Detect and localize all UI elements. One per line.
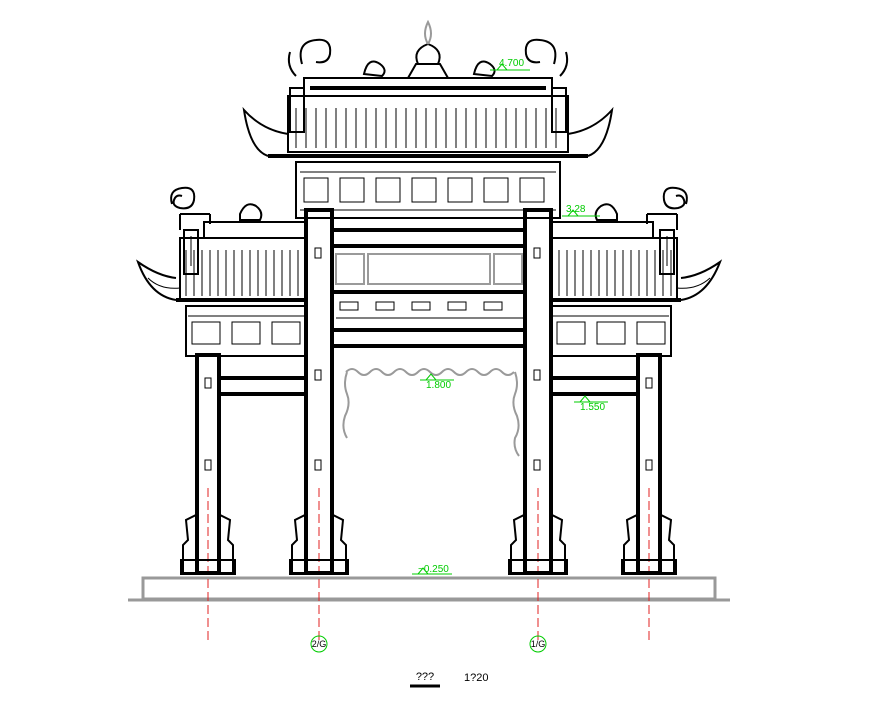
elevation-label: −0.250 <box>418 564 449 575</box>
right-side-roof <box>550 186 723 357</box>
drawing-title-block: ??? 1?20 <box>410 671 488 688</box>
side-beams <box>219 376 638 396</box>
elevation-label: 1.550 <box>580 402 605 413</box>
axis-label: 1/G <box>531 639 546 649</box>
elevation-marker-top: 4.700 <box>490 58 530 71</box>
axis-bubble-2: 2/G <box>310 635 328 653</box>
drawing-scale: 1?20 <box>464 672 488 684</box>
drawing-title: ??? <box>416 671 434 683</box>
central-bracket-row <box>336 301 526 319</box>
elevation-marker-side-beam: 1.550 <box>574 395 608 413</box>
elevation-marker-arch: 1.800 <box>420 373 454 391</box>
elevation-label: 3.28 <box>566 204 586 215</box>
elevation-marker-side-roof: 3.28 <box>562 204 600 217</box>
axis-label: 2/G <box>312 639 327 649</box>
central-beams <box>332 228 525 348</box>
left-side-roof <box>136 186 307 357</box>
elevation-marker-ground: −0.250 <box>412 564 452 575</box>
axis-bubble-1: 1/G <box>529 635 547 653</box>
arch-drapery <box>342 368 520 457</box>
elevation-label: 1.800 <box>426 380 451 391</box>
elevation-label: 4.700 <box>499 58 524 69</box>
central-upper-roof <box>242 19 614 219</box>
ground-plinth <box>128 576 730 602</box>
